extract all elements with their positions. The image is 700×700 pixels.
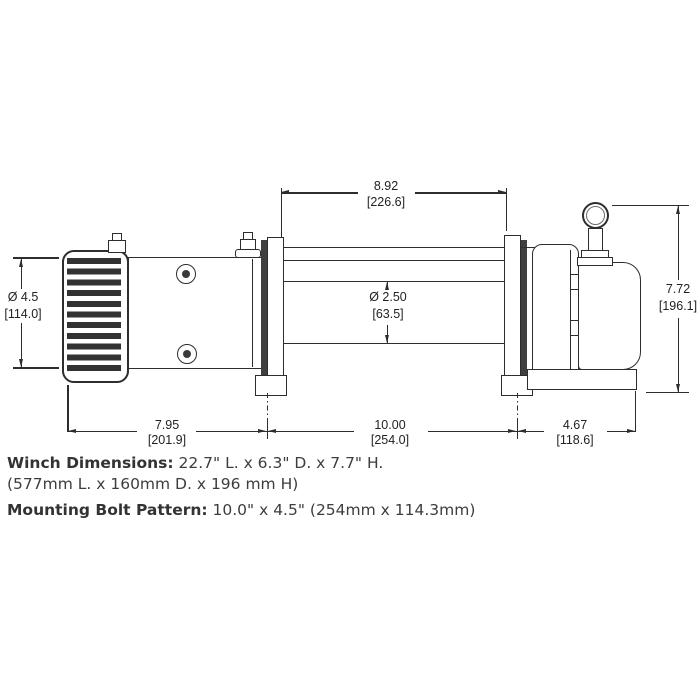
dim-height-line-bottom — [678, 318, 680, 392]
drum-end-housing-line — [570, 250, 572, 377]
dim-drum-dia-in: Ø 2.50 — [369, 290, 407, 304]
bolt-pattern-value: 10.0" x 4.5" (254mm x 114.3mm) — [207, 501, 476, 519]
dim-bottom-line-1 — [68, 430, 137, 433]
left-tie-plate — [267, 237, 284, 377]
clutch-lever-collar — [577, 257, 613, 266]
dim-gear-len-in: 4.67 — [562, 418, 588, 432]
dim-bottom-ext-right — [634, 391, 636, 432]
dim-height-mm: [196.1] — [658, 299, 698, 313]
drum-tie-bar-bottom — [284, 259, 505, 261]
dim-motor-dia-mm: [114.0] — [4, 307, 42, 321]
dim-gear-len-mm: [118.6] — [556, 433, 594, 447]
dim-bottom-ext-left — [67, 385, 69, 432]
dim-height-ext-bottom — [646, 391, 689, 393]
dim-top-ext-right — [505, 188, 507, 231]
right-plate-strip — [521, 240, 527, 390]
gear-housing — [578, 262, 641, 370]
drum-tie-bar-top — [284, 246, 505, 248]
dim-arrow-icon — [258, 429, 266, 433]
left-mounting-foot — [255, 375, 287, 396]
dim-top-line-right — [415, 192, 506, 194]
clutch-lever-stem — [588, 228, 603, 251]
dim-arrow-icon — [68, 429, 76, 433]
bolt-pattern-label: Mounting Bolt Pattern: — [7, 501, 208, 519]
clutch-lever-flare — [581, 250, 609, 258]
plate-housing-connector — [521, 246, 535, 248]
dim-arrow-icon — [19, 359, 23, 367]
bolt-pattern-note: Mounting Bolt Pattern: 10.0" x 4.5" (254… — [7, 500, 475, 520]
dim-top-line-left — [281, 192, 358, 194]
motor-terminal — [108, 240, 126, 253]
dim-motor-len-mm: [201.9] — [147, 433, 187, 447]
dim-drum-dia-mm: [63.5] — [372, 307, 404, 321]
right-tie-plate — [504, 235, 521, 377]
dim-arrow-icon — [627, 429, 635, 433]
motor-cooling-fins — [67, 258, 121, 375]
dim-bottom-line-4 — [607, 430, 635, 433]
dim-height-in: 7.72 — [665, 282, 691, 296]
dim-motor-dia-in: Ø 4.5 — [7, 290, 39, 304]
dim-drum-dia-line-top — [386, 282, 388, 290]
dim-arrow-icon — [268, 429, 276, 433]
dim-drum-width-in: 8.92 — [373, 179, 399, 193]
dim-drum-dia-line-bottom — [386, 325, 388, 343]
left-plate-strip — [261, 240, 267, 390]
dim-motor-len-in: 7.95 — [154, 418, 180, 432]
tie-rod-bolt-flange — [235, 249, 261, 258]
dim-motor-dia-ext-bottom — [13, 367, 59, 369]
dim-arrow-icon — [508, 429, 516, 433]
dim-motor-dia-line-bottom — [21, 323, 23, 367]
drum-end-housing — [532, 244, 579, 384]
dim-motor-dia-line-top — [21, 259, 23, 289]
dim-arrow-icon — [676, 206, 680, 214]
clutch-lever-ball-inner — [586, 206, 605, 225]
dim-arrow-icon — [676, 384, 680, 392]
drum-barrel-top — [284, 280, 505, 282]
right-plate-centerline — [516, 393, 518, 432]
dim-arrow-icon — [19, 259, 23, 267]
dim-arrow-icon — [281, 190, 289, 194]
motor-screw-bottom-center — [183, 350, 191, 358]
dim-arrow-icon — [518, 429, 526, 433]
dim-height-ext-top — [612, 204, 689, 206]
motor-flange-line — [252, 259, 254, 367]
winch-dimensions-label: Winch Dimensions: — [7, 454, 174, 472]
dim-height-line-top — [678, 206, 680, 280]
dim-bolt-span-in: 10.00 — [374, 418, 406, 432]
dim-arrow-icon — [498, 190, 506, 194]
winch-dimensions-imperial: 22.7" L. x 6.3" D. x 7.7" H. — [173, 454, 384, 472]
dim-top-ext-left — [280, 188, 282, 237]
dim-arrow-icon — [384, 335, 389, 343]
winch-dimensions-metric: (577mm L. x 160mm D. x 196 mm H) — [7, 475, 299, 493]
left-plate-centerline — [266, 393, 268, 432]
dim-bottom-line-3 — [428, 430, 544, 433]
base-plate — [527, 369, 637, 390]
drum-barrel-bottom — [284, 342, 505, 344]
motor-screw-top-center — [182, 270, 190, 278]
dim-bolt-span-mm: [254.0] — [370, 433, 410, 447]
dim-motor-dia-ext-top — [13, 257, 59, 259]
winch-dimensions-note: Winch Dimensions: 22.7" L. x 6.3" D. x 7… — [7, 453, 383, 473]
dim-drum-width-mm: [226.6] — [366, 195, 406, 209]
